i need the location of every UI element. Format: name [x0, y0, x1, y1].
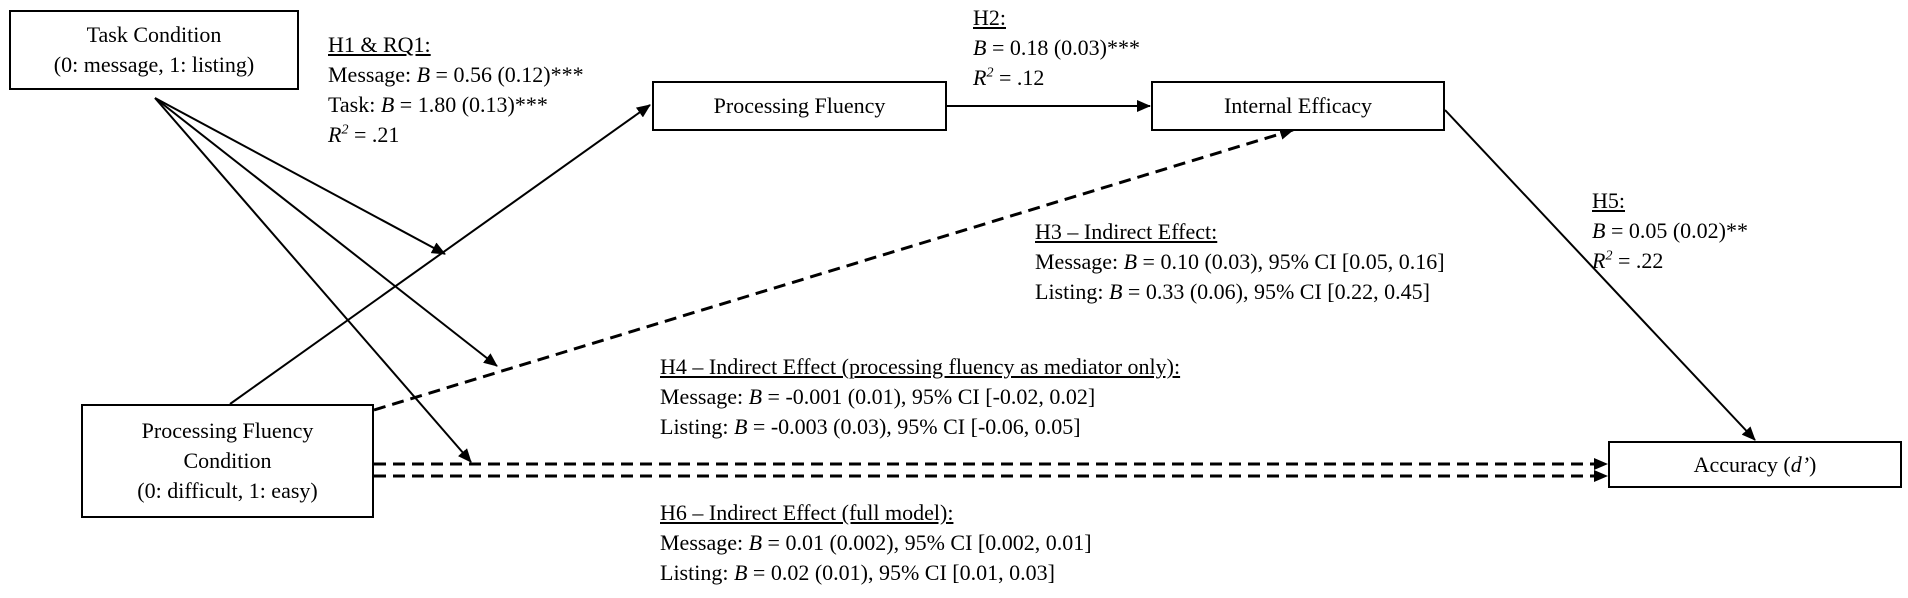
- h5-label-block: H5: B = 0.05 (0.02)** R2 = .22: [1592, 186, 1748, 276]
- h3-label-block: H3 – Indirect Effect: Message: B = 0.10 …: [1035, 217, 1445, 307]
- h2-label-block: H2: B = 0.18 (0.03)*** R2 = .12: [973, 3, 1140, 93]
- h4-message-line: Message: B = -0.001 (0.01), 95% CI [-0.0…: [660, 384, 1096, 409]
- h6-message-line: Message: B = 0.01 (0.002), 95% CI [0.002…: [660, 530, 1092, 555]
- h1-label-block: H1 & RQ1: Message: B = 0.56 (0.12)*** Ta…: [328, 30, 584, 150]
- internal-efficacy-label: Internal Efficacy: [1223, 93, 1372, 118]
- internal-efficacy-box: Internal Efficacy: [1151, 81, 1445, 131]
- h6-listing-line: Listing: B = 0.02 (0.01), 95% CI [0.01, …: [660, 560, 1055, 585]
- arrow-task-condition-to-path-b: [154, 97, 498, 367]
- h6-title: H6 – Indirect Effect (full model):: [660, 500, 954, 525]
- pf-condition-title-2: Condition: [183, 448, 272, 473]
- h3-message-line: Message: B = 0.10 (0.03), 95% CI [0.05, …: [1035, 249, 1445, 274]
- processing-fluency-label: Processing Fluency: [713, 93, 886, 118]
- h1-title: H1 & RQ1:: [328, 32, 431, 57]
- h5-title: H5:: [1592, 188, 1625, 213]
- pf-condition-box: Processing Fluency Condition (0: difficu…: [81, 404, 374, 518]
- h2-title: H2:: [973, 5, 1006, 30]
- task-condition-coding: (0: message, 1: listing): [53, 52, 255, 77]
- arrow-internal-efficacy-to-accuracy: [1444, 109, 1756, 441]
- h4-label-block: H4 – Indirect Effect (processing fluency…: [660, 352, 1180, 442]
- accuracy-box: Accuracy (d’): [1608, 441, 1902, 488]
- processing-fluency-box: Processing Fluency: [652, 81, 947, 131]
- h4-listing-line: Listing: B = -0.003 (0.03), 95% CI [-0.0…: [660, 414, 1081, 439]
- h2-r-squared: R2 = .12: [973, 65, 1045, 90]
- h3-listing-line: Listing: B = 0.33 (0.06), 95% CI [0.22, …: [1035, 279, 1430, 304]
- h1-r-squared: R2 = .21: [328, 122, 400, 147]
- arrow-pf-condition-to-processing-fluency: [229, 104, 651, 405]
- h6-label-block: H6 – Indirect Effect (full model): Messa…: [660, 498, 1092, 588]
- h3-title: H3 – Indirect Effect:: [1035, 219, 1218, 244]
- pf-condition-title-1: Processing Fluency: [141, 418, 314, 443]
- pf-condition-coding: (0: difficult, 1: easy): [137, 478, 318, 503]
- arrow-task-condition-to-path-c: [154, 97, 472, 463]
- accuracy-label: Accuracy (d’): [1693, 451, 1817, 477]
- task-condition-box: Task Condition (0: message, 1: listing): [9, 10, 299, 90]
- h5-r-squared: R2 = .22: [1592, 248, 1664, 273]
- task-condition-title: Task Condition: [86, 22, 222, 47]
- h2-coefficient-line: B = 0.18 (0.03)***: [973, 35, 1141, 60]
- h4-title: H4 – Indirect Effect (processing fluency…: [660, 354, 1181, 379]
- h5-coefficient-line: B = 0.05 (0.02)**: [1592, 218, 1749, 243]
- dashed-arrow-pf-condition-to-internal-efficacy: [373, 128, 1294, 412]
- h1-message-line: Message: B = 0.56 (0.12)***: [328, 62, 584, 87]
- arrow-task-condition-to-path-a: [154, 97, 446, 255]
- h1-task-line: Task: B = 1.80 (0.13)***: [328, 92, 548, 117]
